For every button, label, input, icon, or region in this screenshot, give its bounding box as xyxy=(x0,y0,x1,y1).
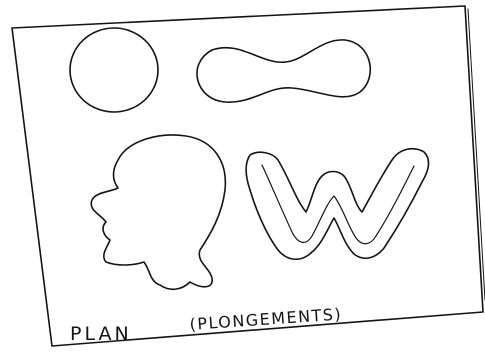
w-inner-line xyxy=(262,165,414,244)
circle-icon xyxy=(70,28,158,112)
peanut-icon xyxy=(197,40,370,102)
head-profile-icon xyxy=(91,135,225,289)
caption-main: PLAN xyxy=(70,323,132,345)
sheet-edge xyxy=(468,9,485,300)
sheet-border xyxy=(12,6,483,346)
w-icon xyxy=(246,149,428,260)
